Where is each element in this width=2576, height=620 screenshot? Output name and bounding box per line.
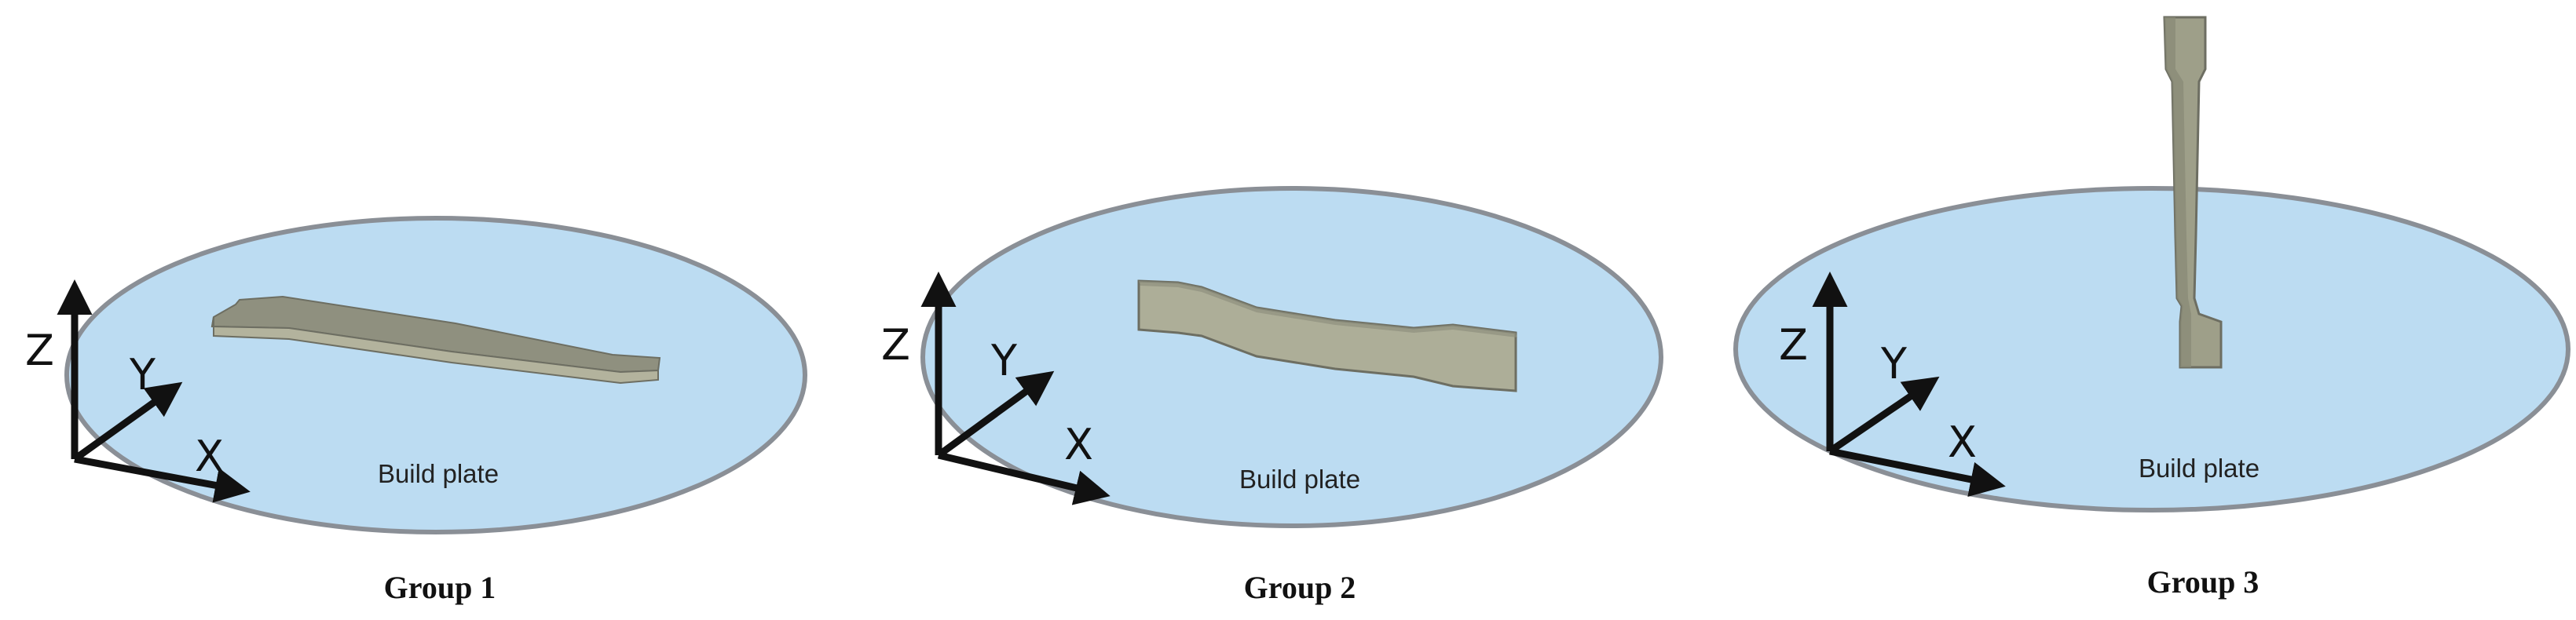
- z-axis-label: Z: [881, 320, 910, 370]
- z-axis-label: Z: [1779, 320, 1808, 370]
- panel-group-1: Z Y X Build plate Group 1: [25, 216, 807, 605]
- x-axis-label: X: [195, 432, 224, 481]
- y-axis: [72, 381, 183, 462]
- coordinate-axes: Z Y X: [881, 272, 1111, 505]
- build-plate-label: Build plate: [1239, 465, 1360, 494]
- group-caption: Group 2: [1244, 570, 1356, 605]
- build-plate-label: Build plate: [378, 459, 499, 488]
- coordinate-axes: Z Y X: [25, 279, 251, 503]
- x-axis: [1829, 447, 2006, 498]
- x-axis-label: X: [1948, 418, 1977, 467]
- coordinate-axes: Z Y X: [1779, 272, 2006, 498]
- build-plate: [64, 216, 807, 534]
- y-axis-label: Y: [129, 350, 156, 399]
- build-plate: [1733, 186, 2571, 512]
- group-caption: Group 1: [384, 570, 496, 605]
- y-axis: [1828, 376, 1940, 454]
- panel-group-3: Z Y X Build plate Group 3: [1733, 16, 2571, 600]
- y-axis-label: Y: [990, 336, 1018, 385]
- x-axis: [74, 455, 251, 503]
- x-axis-label: X: [1064, 420, 1093, 469]
- y-axis: [936, 370, 1055, 458]
- group-caption: Group 3: [2147, 564, 2259, 600]
- tensile-specimen: [1137, 279, 1517, 392]
- build-plate-label: Build plate: [2139, 454, 2259, 483]
- z-axis-label: Z: [25, 326, 54, 375]
- tensile-specimen: [2163, 16, 2223, 369]
- x-axis: [937, 451, 1111, 505]
- y-axis-label: Y: [1880, 339, 1908, 388]
- tensile-specimen: [210, 295, 661, 385]
- panel-group-2: Z Y X Build plate Group 2: [881, 186, 1663, 605]
